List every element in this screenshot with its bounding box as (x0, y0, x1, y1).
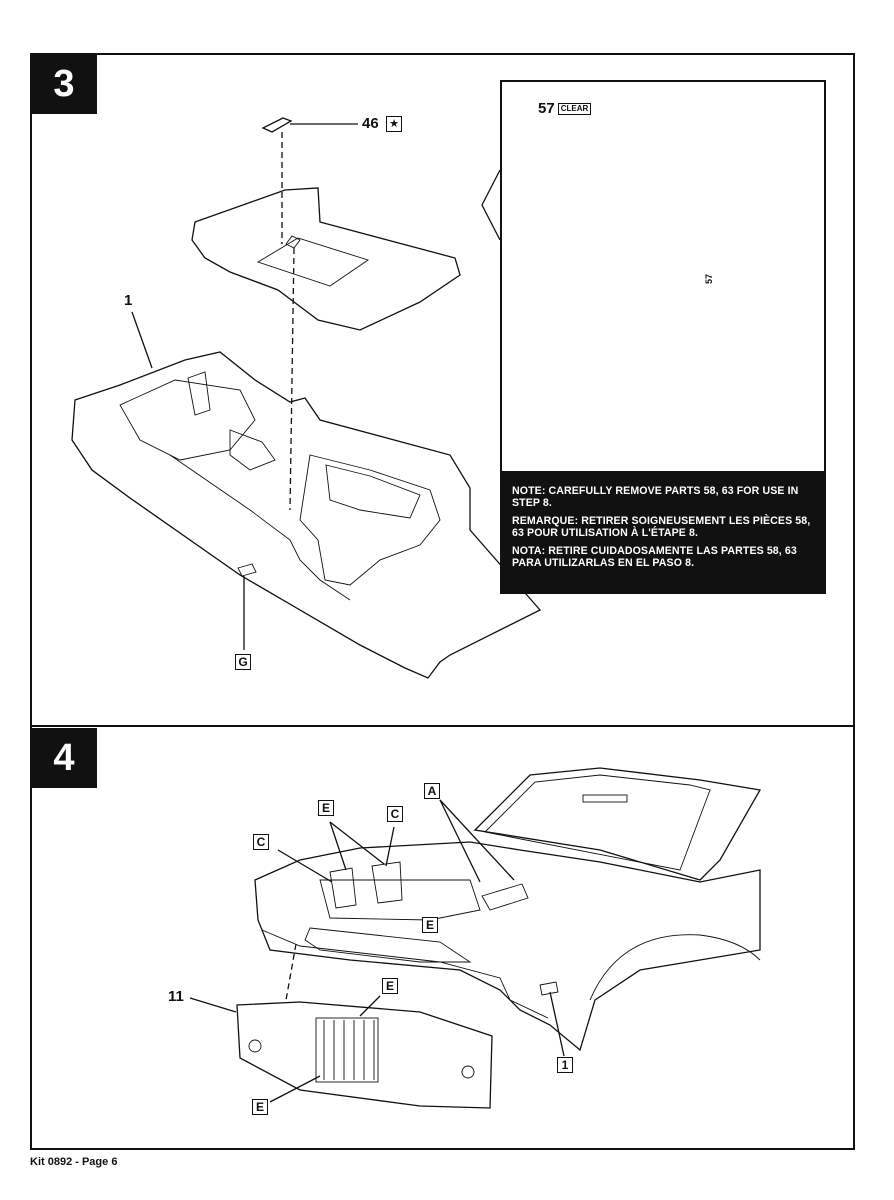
note-spanish: NOTA: RETIRE CUIDADOSAMENTE LAS PARTES 5… (512, 545, 797, 569)
callout-letter-c-left: C (253, 834, 269, 850)
star-icon: ★ (386, 116, 402, 132)
callout-part-57-side: 57 (704, 273, 715, 285)
step-4-badge: 4 (31, 728, 97, 788)
callout-letter-e-grille-top: E (382, 978, 398, 994)
callout-letter-e-grille-bottom: E (252, 1099, 268, 1115)
callout-letter-e-engine: E (422, 917, 438, 933)
callout-part-57-number: 57 (538, 100, 555, 117)
note-block: NOTE: CAREFULLY REMOVE PARTS 58, 63 FOR … (500, 471, 826, 594)
callout-box-1: 1 (557, 1057, 573, 1073)
step-3-badge: 3 (31, 54, 97, 114)
callout-part-46: 46 (362, 115, 379, 132)
step-divider (30, 725, 855, 727)
instruction-frame (30, 53, 855, 1150)
callout-letter-g: G (235, 654, 251, 670)
callout-part-11: 11 (168, 988, 184, 1005)
callout-letter-c-right: C (387, 806, 403, 822)
clear-tag: CLEAR (557, 103, 592, 116)
callout-letter-a: A (424, 783, 440, 799)
note-french: REMARQUE: RETIRER SOIGNEUSEMENT LES PIÈC… (512, 515, 811, 539)
callout-part-1: 1 (124, 292, 133, 309)
callout-letter-e-top: E (318, 800, 334, 816)
page-footer: Kit 0892 - Page 6 (30, 1156, 118, 1168)
note-english: NOTE: CAREFULLY REMOVE PARTS 58, 63 FOR … (512, 485, 799, 509)
